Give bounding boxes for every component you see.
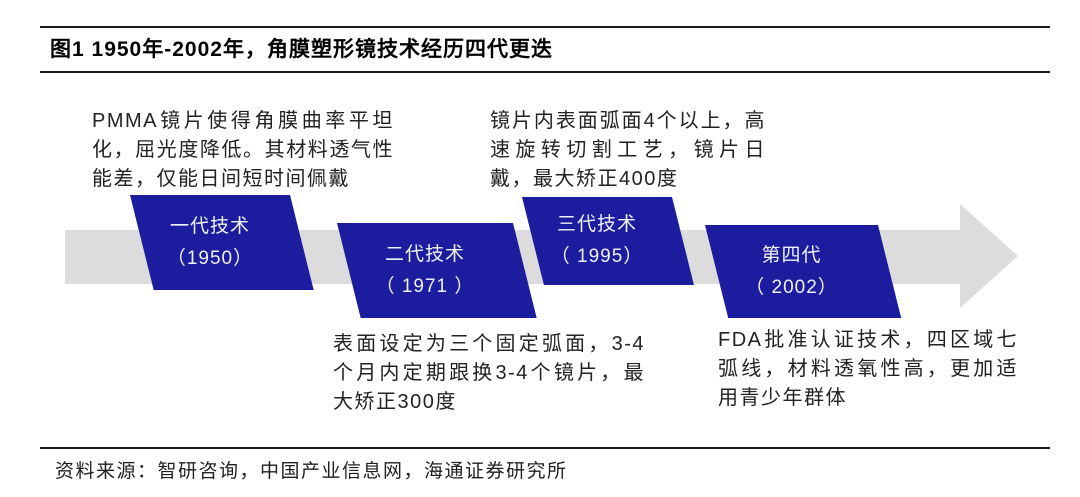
stage-note-gen2: 表面设定为三个固定弧面，3-4个月内定期跟换3-4个镜片，最大矫正300度 [333, 333, 645, 413]
title-underline-rule [40, 71, 1050, 73]
timeline-stage-gen2: 二代技术 （ 1971 ） [337, 223, 537, 318]
stage-note-gen3: 镜片内表面弧面4个以上，高速旋转切割工艺，镜片日戴，最大矫正400度 [490, 110, 766, 190]
stage-year: （ 1995） [550, 246, 644, 267]
timeline-stage-gen4: 第四代 （ 2002） [705, 225, 902, 318]
figure-title: 图1 1950年-2002年，角膜塑形镜技术经历四代更迭 [50, 38, 553, 61]
timeline-stage-gen1: 一代技术 （1950） [130, 195, 314, 290]
stage-name: 三代技术 [556, 214, 637, 235]
stage-year: （ 2002） [745, 276, 838, 298]
bottom-rule [40, 447, 1050, 449]
stage-name: 二代技术 [384, 243, 465, 265]
stage-year: （1950） [166, 247, 254, 269]
source-attribution: 资料来源：智研咨询，中国产业信息网，海通证券研究所 [55, 461, 568, 482]
stage-note-gen4: FDA批准认证技术，四区域七弧线，材料透氧性高，更加适用青少年群体 [718, 329, 1018, 409]
stage-name: 一代技术 [169, 215, 250, 237]
top-rule [40, 26, 1050, 28]
timeline-stage-gen3: 三代技术 （ 1995） [522, 197, 694, 285]
stage-name: 第四代 [761, 244, 822, 266]
timeline-arrow-head-icon [960, 204, 1018, 308]
stage-note-gen1: PMMA镜片使得角膜曲率平坦化，屈光度降低。其材料透气性能差，仅能日间短时间佩戴 [92, 110, 394, 190]
stage-year: （ 1971 ） [375, 275, 475, 297]
